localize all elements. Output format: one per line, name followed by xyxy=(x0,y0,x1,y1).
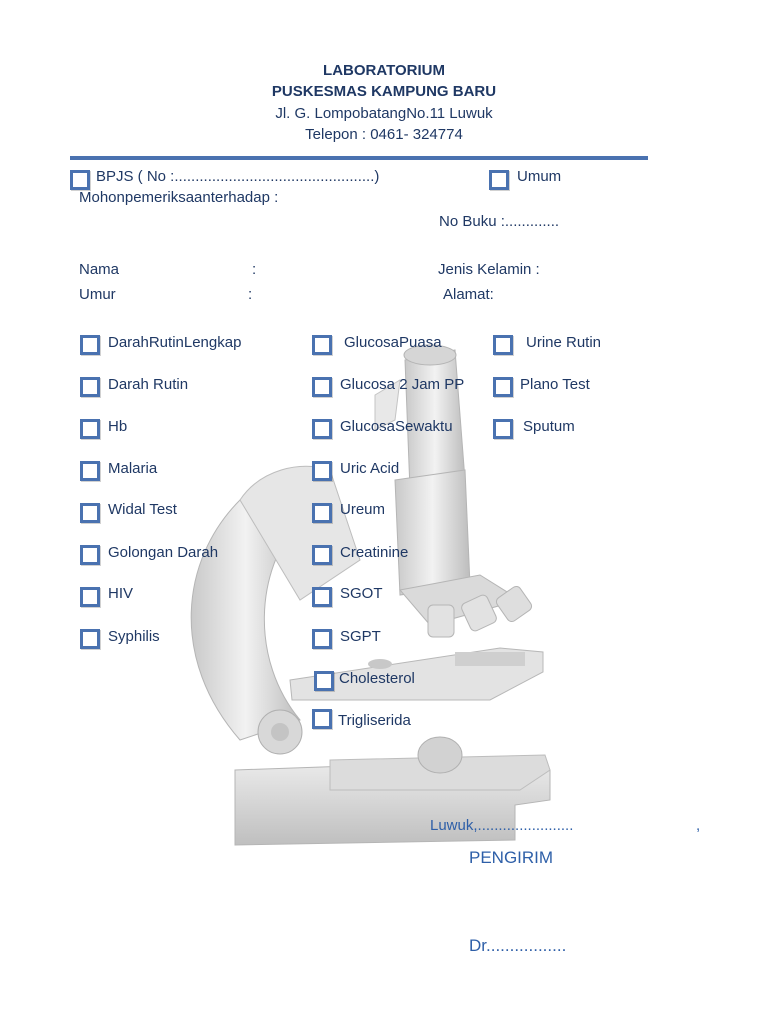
test-checkbox[interactable] xyxy=(312,587,332,607)
bpjs-label: BPJS ( No :.............................… xyxy=(96,168,380,185)
test-label: DarahRutinLengkap xyxy=(108,334,242,351)
test-checkbox[interactable] xyxy=(312,503,332,523)
clinic-phone: Telepon : 0461- 324774 xyxy=(305,126,463,143)
umur-label: Umur xyxy=(79,286,116,303)
test-checkbox[interactable] xyxy=(80,587,100,607)
test-checkbox[interactable] xyxy=(80,461,100,481)
date-comma: , xyxy=(696,817,701,834)
test-label: Plano Test xyxy=(520,376,590,393)
test-checkbox[interactable] xyxy=(80,503,100,523)
test-label: Cholesterol xyxy=(339,670,415,687)
test-checkbox[interactable] xyxy=(312,461,332,481)
test-checkbox[interactable] xyxy=(312,419,332,439)
test-label: SGOT xyxy=(340,585,383,602)
place-date-field[interactable]: Luwuk,....................... xyxy=(430,817,574,834)
test-label: GlucosaSewaktu xyxy=(340,418,453,435)
alamat-label: Alamat: xyxy=(443,286,494,303)
test-checkbox[interactable] xyxy=(493,377,513,397)
test-checkbox[interactable] xyxy=(312,629,332,649)
nama-colon: : xyxy=(252,261,257,278)
test-label: Syphilis xyxy=(108,628,160,645)
lab-title: LABORATORIUM xyxy=(323,62,445,79)
test-label: SGPT xyxy=(340,628,381,645)
test-label: Uric Acid xyxy=(340,460,400,477)
test-checkbox[interactable] xyxy=(312,545,332,565)
test-label: Urine Rutin xyxy=(526,334,602,351)
test-label: Widal Test xyxy=(108,501,177,518)
doctor-signature-field[interactable]: Dr................. xyxy=(469,936,567,955)
umum-checkbox[interactable] xyxy=(489,170,509,190)
umur-colon: : xyxy=(248,286,253,303)
test-label: GlucosaPuasa xyxy=(344,334,442,351)
test-checkbox[interactable] xyxy=(80,335,100,355)
test-label: Ureum xyxy=(340,501,386,518)
test-checkbox[interactable] xyxy=(493,419,513,439)
test-label: Hb xyxy=(108,418,128,435)
test-label: HIV xyxy=(108,585,134,602)
test-checkbox[interactable] xyxy=(80,419,100,439)
bpjs-checkbox[interactable] xyxy=(70,170,90,190)
test-label: Malaria xyxy=(108,460,158,477)
test-label: Darah Rutin xyxy=(108,376,189,393)
sender-label: PENGIRIM xyxy=(469,848,554,867)
test-label: Glucosa 2 Jam PP xyxy=(340,376,465,393)
test-checkbox[interactable] xyxy=(80,629,100,649)
test-checkbox[interactable] xyxy=(312,335,332,355)
no-buku-field[interactable]: No Buku :............. xyxy=(439,213,560,230)
test-label: Trigliserida xyxy=(338,712,411,729)
test-checkbox[interactable] xyxy=(314,671,334,691)
clinic-name: PUSKESMAS KAMPUNG BARU xyxy=(271,83,497,100)
test-checkbox[interactable] xyxy=(493,335,513,355)
test-checkbox[interactable] xyxy=(312,709,332,729)
test-checkbox[interactable] xyxy=(312,377,332,397)
test-checkbox[interactable] xyxy=(80,377,100,397)
test-label: Creatinine xyxy=(340,544,409,561)
umum-label: Umum xyxy=(517,168,562,185)
jenis-kelamin-label: Jenis Kelamin : xyxy=(438,261,540,278)
test-label: Sputum xyxy=(523,418,575,435)
request-label: Mohonpemeriksaanterhadap : xyxy=(79,189,279,206)
clinic-address: Jl. G. LompobatangNo.11 Luwuk xyxy=(275,105,493,122)
header-divider xyxy=(70,156,648,160)
test-checkbox[interactable] xyxy=(80,545,100,565)
test-label: Golongan Darah xyxy=(108,544,219,561)
nama-label: Nama xyxy=(79,261,120,278)
